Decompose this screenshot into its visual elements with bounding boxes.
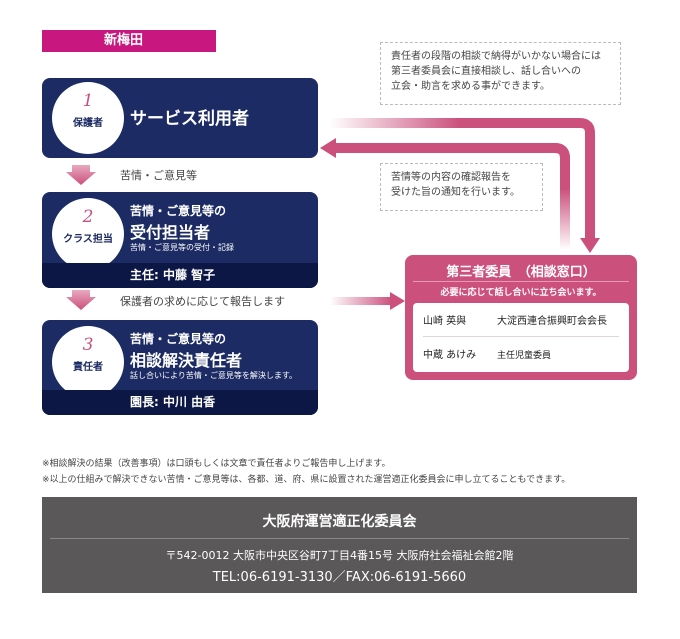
step-role: クラス担当: [63, 234, 113, 245]
note-notification: 苦情等の内容の確認報告を 受けた旨の通知を行います。: [380, 163, 543, 211]
arrowhead-down: [580, 238, 600, 253]
arrowhead-left: [320, 138, 336, 158]
footer-committee: 大阪府運営適正化委員会 〒542-0012 大阪市中央区谷町7丁目4番15号 大…: [42, 497, 637, 593]
note-line: 第三者委員会に直接相談し、話し合いへの: [391, 66, 581, 77]
arrow-to-third-party: [330, 118, 595, 240]
flow-label-1: 苦情・ご意見等: [120, 169, 197, 182]
step-3-box: 3 責任者 苦情・ご意見等の 相談解決責任者 話し合いにより苦情・ご意見等を解決し…: [42, 320, 318, 415]
step-title: サービス利用者: [130, 109, 249, 129]
step-title: 相談解決責任者: [130, 351, 243, 370]
member-role: 大淀西連合振興町会会長: [497, 316, 607, 327]
note-line: 受けた旨の通知を行います。: [391, 187, 520, 198]
footer-title: 大阪府運営適正化委員会: [262, 514, 417, 530]
member-name: 山崎 英與: [423, 316, 467, 327]
step-number: 3: [82, 335, 94, 355]
member-name: 中蔵 あけみ: [423, 350, 477, 361]
third-party-subtitle: 必要に応じて話し合いに立ち会います。: [440, 288, 602, 298]
footer-address: 〒542-0012 大阪市中央区谷町7丁目4番15号 大阪府社会福祉会館2階: [165, 549, 514, 562]
step-person: 園長: 中川 由香: [42, 390, 318, 415]
member-row: 中蔵 あけみ 主任児童委員: [423, 341, 619, 371]
down-arrow-2: [66, 290, 96, 310]
step-title: 受付担当者: [130, 223, 211, 242]
flow-label-2: 保護者の求めに応じて報告します: [120, 295, 285, 308]
step-1-box: 1 保護者 サービス利用者: [42, 78, 318, 158]
step-role: 保護者: [73, 118, 103, 129]
step-number: 2: [82, 207, 94, 227]
step-line1: 苦情・ご意見等の: [130, 332, 227, 346]
step-number: 1: [82, 91, 94, 111]
footnote-1: ※相談解決の結果（改善事項）は口頭もしくは文章で責任者よりご報告申し上げます。: [42, 459, 391, 469]
footnote-2: ※以上の仕組みで解決できない苦情・ご意見等は、各都、道、府、県に設置された運営適…: [42, 475, 571, 485]
location-tag: 新梅田: [42, 30, 216, 52]
note-direct-consult: 責任者の段階の相談で納得がいかない場合には 第三者委員会に直接相談し、話し合いへ…: [380, 42, 621, 105]
footer-tel: TEL:06-6191-3130／FAX:06-6191-5660: [212, 570, 467, 585]
third-party-box: 第三者委員 （相談窓口） 必要に応じて話し合いに立ち会います。 山崎 英與 大淀…: [405, 255, 637, 380]
note-line: 立会・助言を求める事ができます。: [391, 81, 550, 92]
step-2-box: 2 クラス担当 苦情・ご意見等の 受付担当者 苦情・ご意見等の受付・記録 主任: …: [42, 192, 318, 288]
third-party-title: 第三者委員 （相談窓口）: [446, 265, 596, 280]
step-sub: 話し合いにより苦情・ご意見等を解決します。: [130, 371, 298, 380]
member-row: 山崎 英與 大淀西連合振興町会会長: [423, 307, 619, 337]
step-role: 責任者: [73, 362, 103, 373]
step-person: 主任: 中藤 智子: [42, 263, 318, 288]
down-arrow-1: [66, 165, 96, 185]
member-role: 主任児童委員: [497, 351, 552, 361]
note-line: 責任者の段階の相談で納得がいかない場合には: [391, 51, 601, 62]
note-line: 苦情等の内容の確認報告を: [391, 172, 511, 183]
step-line1: 苦情・ご意見等の: [130, 204, 227, 218]
step-sub: 苦情・ご意見等の受付・記録: [130, 243, 234, 252]
arrow-report: [330, 297, 392, 305]
